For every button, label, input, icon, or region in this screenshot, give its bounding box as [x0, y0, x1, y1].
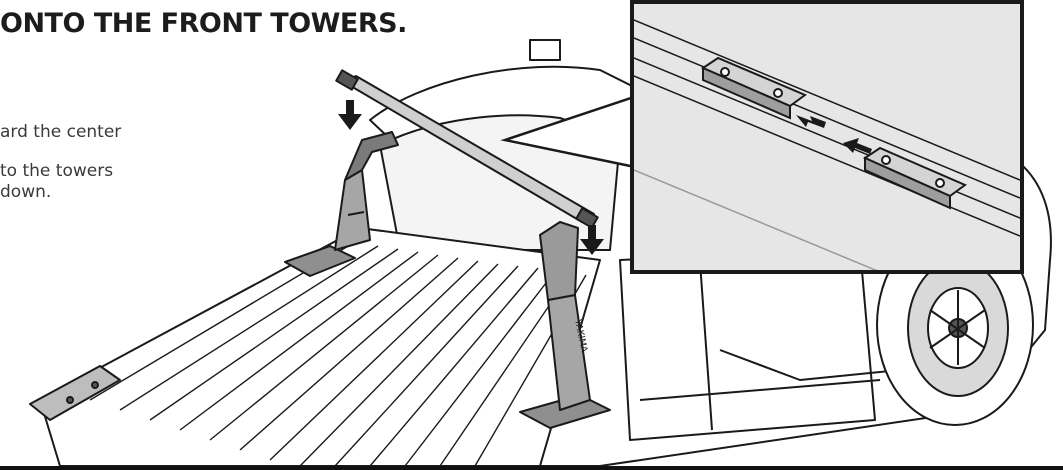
down-arrow-icon	[580, 225, 604, 255]
down-arrow-icon	[338, 100, 362, 130]
detail-inset	[630, 0, 1024, 274]
instruction-line: to the towers	[0, 161, 114, 181]
truck-wheel	[876, 224, 1034, 426]
bar-pad	[862, 146, 967, 210]
instruction-line: ard the center	[0, 122, 122, 142]
left-tower	[284, 131, 399, 277]
instruction-text: ard the center to the towers down.	[0, 122, 121, 203]
bar-pad	[700, 56, 808, 120]
bottom-rule	[0, 466, 1063, 470]
left-arrow-icon	[843, 138, 872, 154]
instruction-line: down.	[0, 182, 52, 202]
right-arrow-icon	[796, 115, 826, 128]
right-tower: YAKIMA	[519, 221, 611, 429]
step-heading: ONTO THE FRONT TOWERS.	[0, 8, 407, 39]
crossbar	[335, 69, 599, 229]
